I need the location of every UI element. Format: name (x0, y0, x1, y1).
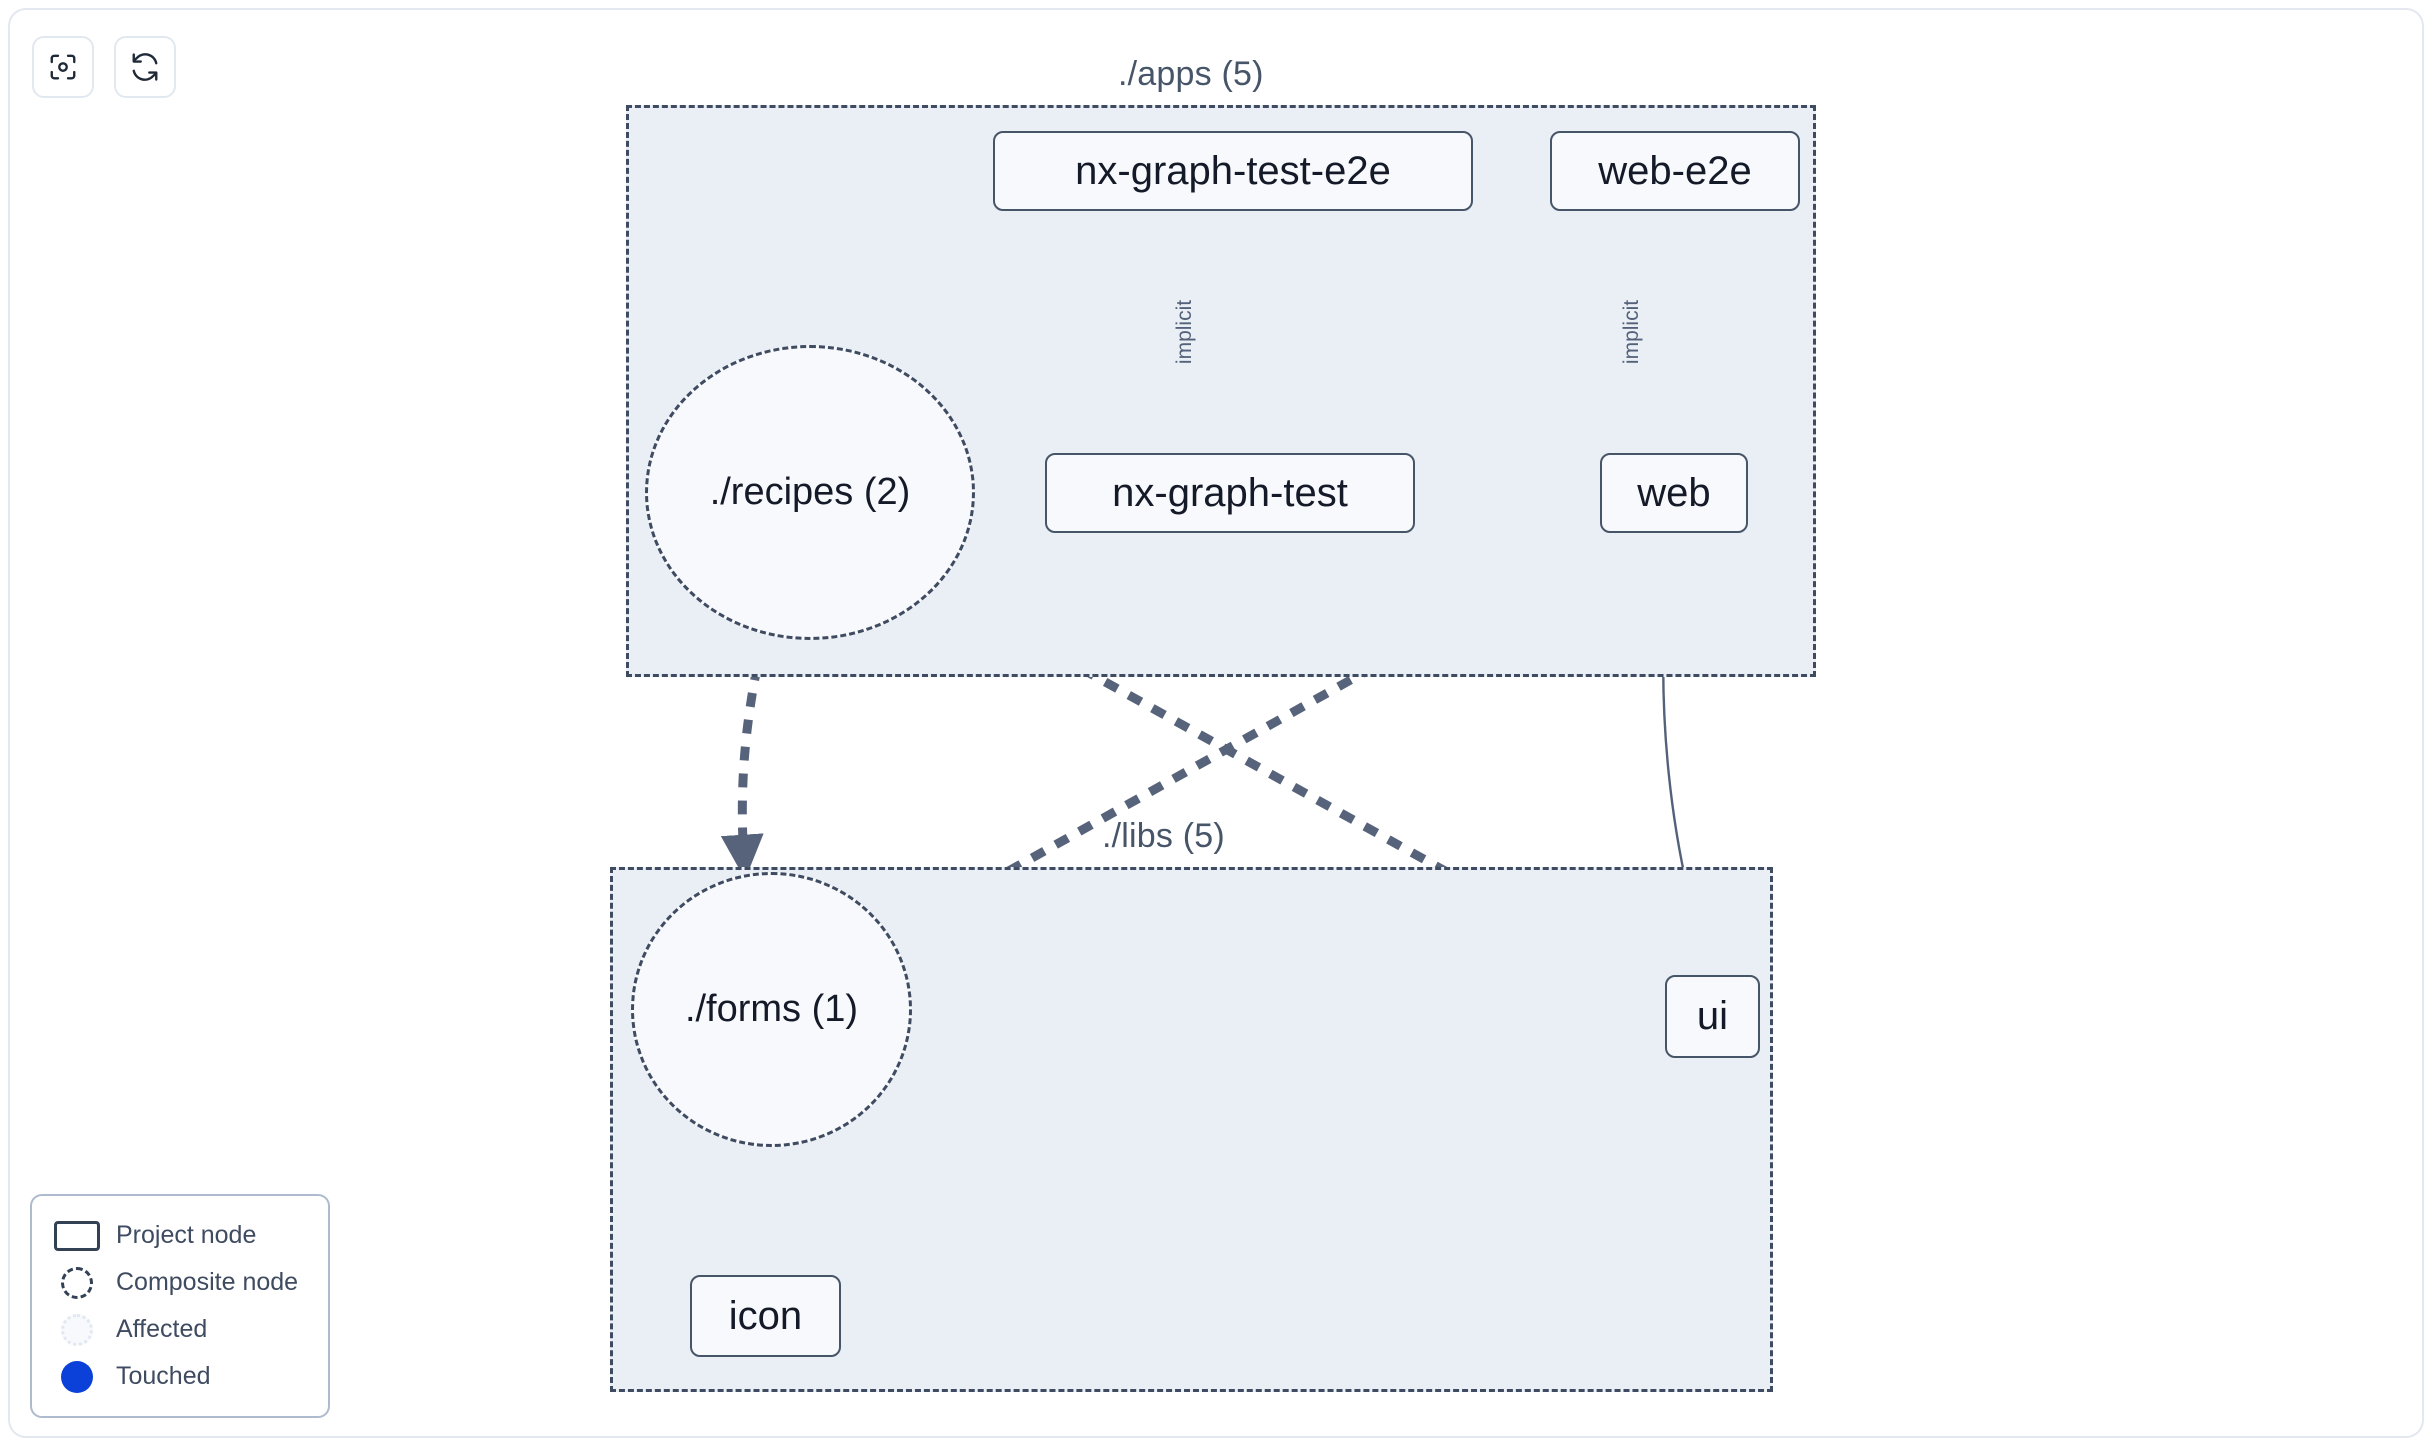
composite-node-recipes[interactable]: ./recipes (2) (645, 345, 975, 640)
legend-item-touched: Touched (50, 1353, 310, 1400)
legend-label-affected: Affected (116, 1315, 208, 1343)
focus-graph-button[interactable] (32, 36, 94, 98)
project-node-nx-graph-test[interactable]: nx-graph-test (1045, 453, 1415, 533)
project-node-nx-graph-test-e2e[interactable]: nx-graph-test-e2e (993, 131, 1473, 211)
edge-label-implicit-nx-graph-test: implicit (1173, 299, 1197, 365)
composite-node-forms-label: ./forms (1) (684, 988, 859, 1030)
legend-item-project-node: Project node (50, 1212, 310, 1259)
project-node-ui-label: ui (1696, 994, 1729, 1038)
legend-label-touched: Touched (116, 1362, 211, 1390)
legend-item-affected: Affected (50, 1306, 310, 1353)
legend-item-composite-node: Composite node (50, 1259, 310, 1306)
project-node-nx-graph-test-label: nx-graph-test (1112, 470, 1348, 515)
legend-label-composite-node: Composite node (116, 1268, 299, 1296)
refresh-icon (130, 52, 160, 82)
project-node-web-e2e[interactable]: web-e2e (1550, 131, 1800, 211)
composite-node-swatch-icon (50, 1266, 104, 1299)
project-node-icon-label: icon (728, 1293, 803, 1338)
project-node-web-e2e-label: web-e2e (1598, 148, 1752, 193)
focus-target-icon (48, 52, 78, 82)
composite-node-forms[interactable]: ./forms (1) (631, 872, 912, 1147)
touched-swatch-icon (50, 1360, 104, 1393)
graph-toolbar (32, 36, 176, 98)
graph-legend: Project node Composite node Affected Tou… (30, 1194, 330, 1418)
edge-label-implicit-web: implicit (1620, 299, 1644, 365)
group-apps-label: ./apps (5) (1118, 55, 1264, 93)
project-node-web[interactable]: web (1600, 453, 1748, 533)
project-node-ui[interactable]: ui (1665, 975, 1760, 1058)
project-node-swatch-icon (50, 1220, 104, 1251)
project-node-icon[interactable]: icon (690, 1275, 841, 1357)
refresh-graph-button[interactable] (114, 36, 176, 98)
project-node-nx-graph-test-e2e-label: nx-graph-test-e2e (1075, 148, 1391, 193)
group-libs-label: ./libs (5) (1102, 817, 1225, 855)
composite-node-recipes-label: ./recipes (2) (709, 471, 911, 513)
project-node-web-label: web (1637, 470, 1711, 515)
affected-swatch-icon (50, 1313, 104, 1346)
legend-label-project-node: Project node (116, 1221, 257, 1249)
